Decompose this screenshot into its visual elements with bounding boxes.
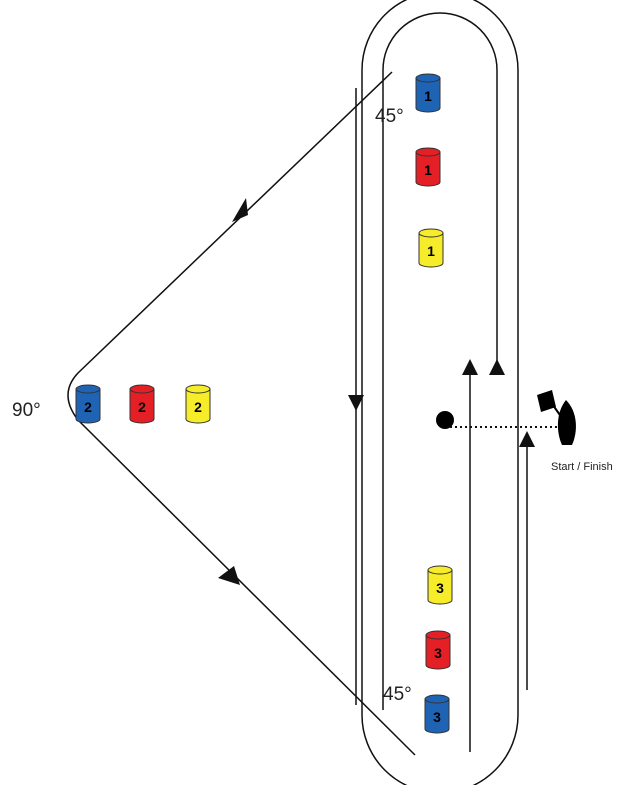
flag-icon (537, 390, 556, 412)
buoy-red-2: 2 (129, 384, 155, 424)
buoy-number-label: 1 (424, 88, 432, 104)
buoy-red-1: 1 (415, 147, 441, 187)
arrow-lower-diagonal (218, 566, 240, 585)
buoy-number-label: 3 (434, 645, 442, 661)
buoys-layer: 1 1 1 2 2 2 3 3 3 (75, 73, 453, 734)
triangle-leg-upper (67, 71, 416, 756)
buoy-yellow-1: 1 (418, 228, 444, 268)
pin-end-mark (436, 411, 454, 429)
angle-label-top: 45° (375, 106, 404, 127)
angle-label-left: 90° (12, 400, 41, 421)
outer-track-loop (361, 0, 519, 785)
arrow-left-leg-down (348, 395, 364, 411)
arrow-inner-up-left (462, 359, 478, 375)
buoy-number-label: 2 (84, 399, 92, 415)
inner-track-loop (382, 12, 498, 710)
buoy-yellow-3: 3 (427, 565, 453, 605)
buoy-number-label: 2 (138, 399, 146, 415)
buoy-blue-2: 2 (75, 384, 101, 424)
buoy-number-label: 1 (424, 162, 432, 178)
arrow-inner-up-right (489, 359, 505, 375)
buoy-yellow-2: 2 (185, 384, 211, 424)
committee-boat (537, 390, 576, 445)
buoy-blue-3: 3 (424, 694, 450, 734)
start-finish-label: Start / Finish (551, 461, 613, 473)
angle-label-bottom: 45° (383, 684, 412, 705)
buoy-blue-1: 1 (415, 73, 441, 113)
buoy-number-label: 3 (433, 709, 441, 725)
buoy-red-3: 3 (425, 630, 451, 670)
buoy-number-label: 3 (436, 580, 444, 596)
arrow-upper-diagonal (232, 198, 248, 222)
buoy-number-label: 2 (194, 399, 202, 415)
buoy-number-label: 1 (427, 243, 435, 259)
arrow-start-up (519, 431, 535, 447)
